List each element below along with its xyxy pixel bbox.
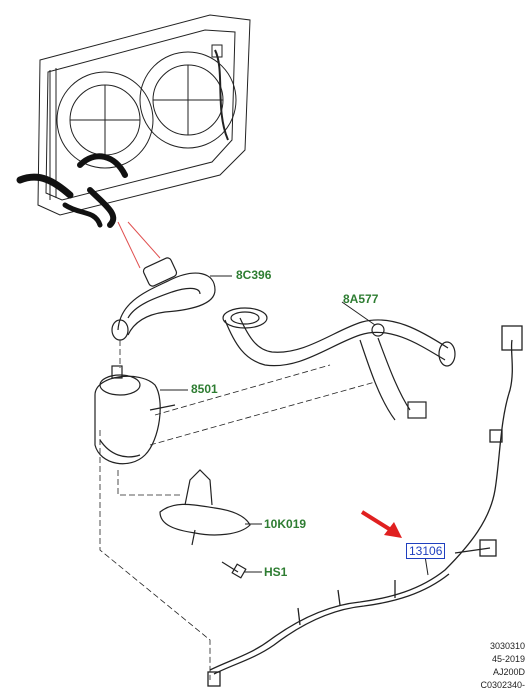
assembly-dash-lines <box>99 340 376 680</box>
wiring-harness-13106 <box>207 325 523 687</box>
leader-13106 <box>424 555 429 576</box>
ref-code-4: C0302340- <box>480 680 525 690</box>
pump-8501 <box>94 365 176 465</box>
red-arrow-icon <box>360 510 402 538</box>
hose-8c396 <box>111 257 216 341</box>
ref-code-2: 45-2019 <box>491 654 525 664</box>
callout-13106-highlighted: 13106 <box>406 543 446 559</box>
hose-8a577 <box>222 307 456 421</box>
callout-8c396: 8C396 <box>236 268 272 282</box>
bolt-hs1 <box>221 561 247 579</box>
callout-8a577: 8A577 <box>343 292 379 306</box>
leader-8a577 <box>341 301 376 326</box>
reference-code-block: 3030310 45-2019 AJ200D C0302340- <box>480 640 525 692</box>
radiator-fan-assembly <box>37 14 251 216</box>
callout-10k019: 10K019 <box>264 517 307 531</box>
bracket-10k019 <box>159 469 251 546</box>
detail-leader-lines <box>117 221 161 269</box>
ref-code-1: 3030310 <box>489 641 525 651</box>
radiator-hoses-dark <box>16 153 128 228</box>
ref-code-3: AJ200D <box>492 667 525 677</box>
callout-8501: 8501 <box>191 382 218 396</box>
callout-hs1: HS1 <box>264 565 288 579</box>
